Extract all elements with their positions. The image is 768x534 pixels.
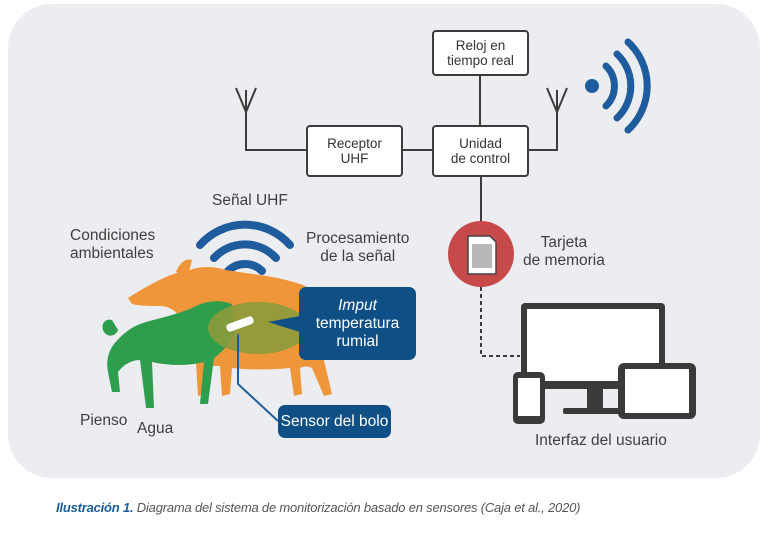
memory-card-label: Tarjeta de memoria [523, 234, 605, 269]
goat-silhouette [102, 301, 234, 408]
imput-temperature-callout: Imput temperatura rumial [299, 287, 416, 360]
environmental-conditions-label: Condiciones ambientales [70, 227, 156, 262]
control-unit-label: Unidad de control [450, 136, 511, 166]
signal-processing-label: Procesamiento de la señal [306, 230, 410, 265]
phone-icon [513, 372, 545, 424]
antenna-icon [546, 87, 568, 113]
figure-caption: Ilustración 1. Diagrama del sistema de m… [56, 500, 580, 515]
bolus-sensor-text: Sensor del bolo [280, 413, 389, 430]
real-time-clock-box: Reloj en tiempo real [432, 30, 529, 76]
bolus-sensor-callout: Sensor del bolo [278, 405, 391, 438]
callout-pointers [237, 334, 279, 422]
rumen-area [208, 302, 308, 354]
feed-label: Pienso [80, 412, 128, 429]
water-label: Agua [137, 420, 174, 437]
antenna-icon [235, 87, 257, 113]
tablet-icon [618, 363, 696, 419]
uhf-receiver-box: Receptor UHF [306, 125, 403, 177]
uhf-signal-label: Señal UHF [212, 192, 288, 209]
caption-text: Diagrama del sistema de monitorización b… [133, 500, 581, 515]
wireless-signal-icon [585, 38, 651, 134]
imput-callout-italic: Imput [338, 297, 377, 314]
real-time-clock-label: Reloj en tiempo real [447, 38, 514, 68]
imput-callout-pointer [268, 316, 300, 332]
caption-label: Ilustración 1. [56, 500, 134, 515]
connector-lines [245, 76, 558, 357]
user-interface-label: Interfaz del usuario [535, 432, 667, 449]
imput-callout-text: temperatura rumial [315, 315, 400, 350]
memory-card-icon [448, 221, 514, 287]
control-unit-box: Unidad de control [432, 125, 529, 177]
uhf-receiver-label: Receptor UHF [327, 136, 382, 166]
bolus-sensor-icon [226, 316, 254, 332]
